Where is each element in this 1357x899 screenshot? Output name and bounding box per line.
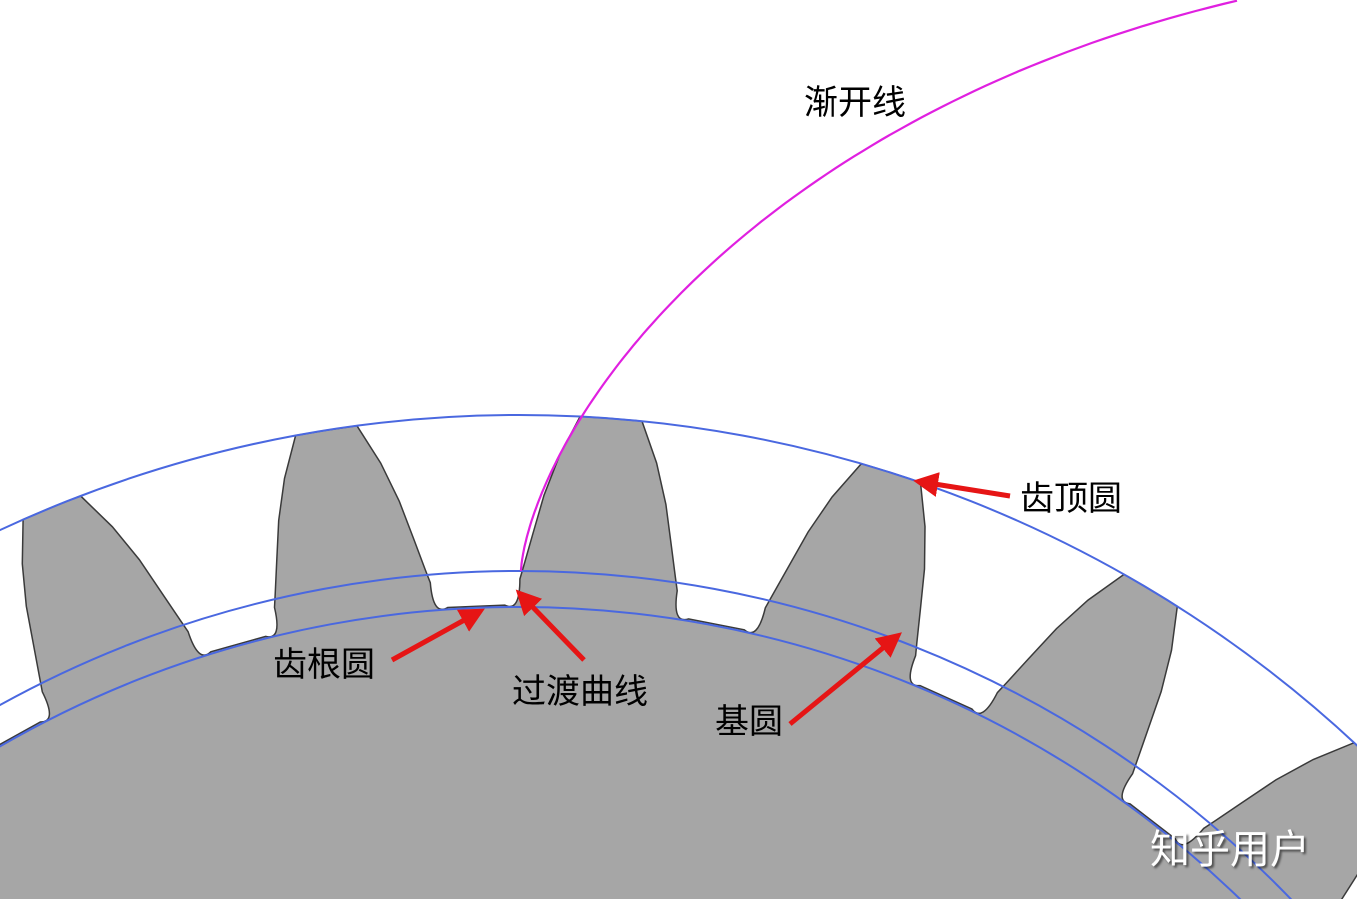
addendum-circle-arrow	[913, 472, 1011, 499]
root-circle-label: 齿根圆	[273, 645, 375, 685]
base-circle	[0, 570, 1292, 899]
base-circle-arrow	[788, 632, 902, 726]
addendum-circle-label: 齿顶圆	[1020, 479, 1122, 519]
fillet-curve-label: 过渡曲线	[512, 672, 648, 712]
arrows-group	[390, 472, 1011, 726]
fillet-curve-arrow	[515, 589, 586, 662]
base-circle-label: 基圆	[715, 702, 783, 742]
involute-label: 渐开线	[804, 83, 906, 123]
root-circle-arrow	[390, 608, 485, 663]
watermark: 知乎用户	[1150, 827, 1310, 873]
gear-body	[0, 415, 1357, 899]
involute-curve	[519, 0, 1238, 571]
addendum-circle	[0, 414, 1357, 748]
